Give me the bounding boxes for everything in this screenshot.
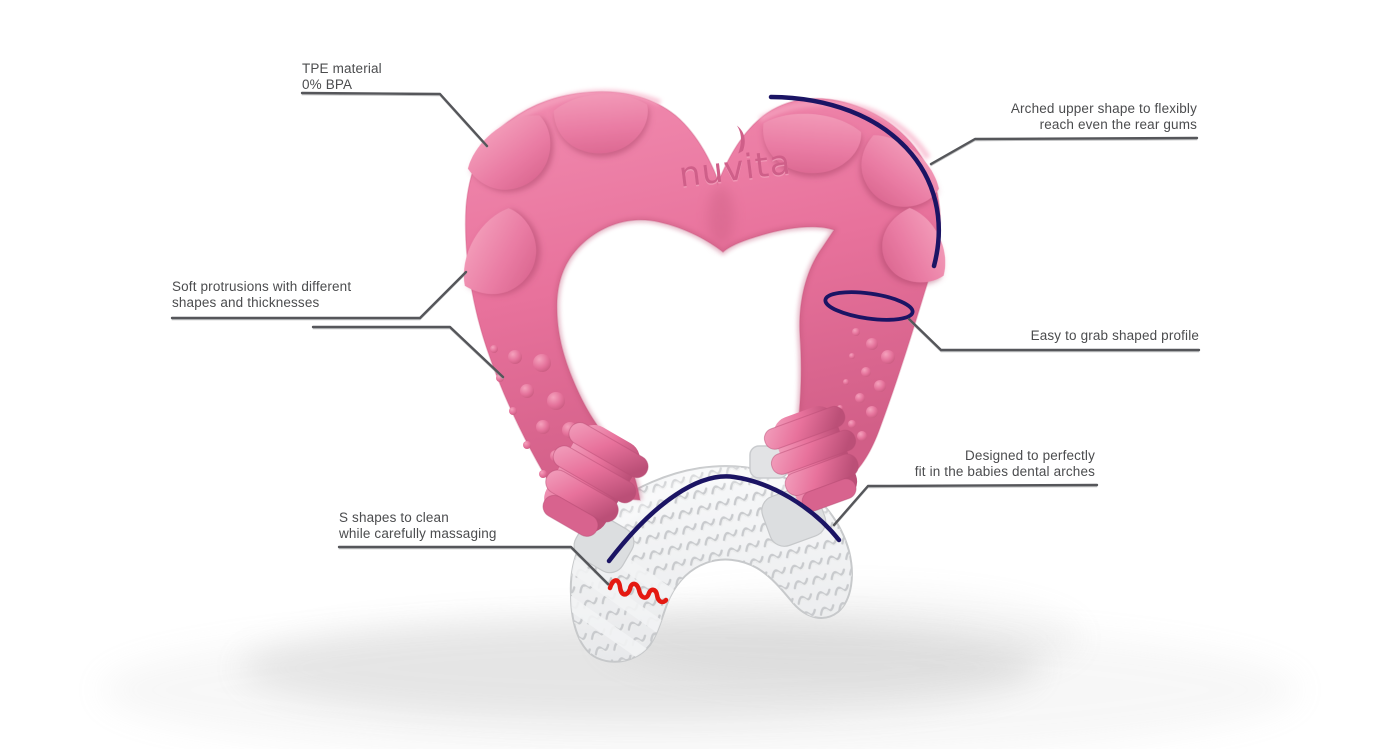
dental-fit-marker: [606, 474, 842, 564]
callout-label-easy-grab: Easy to grab shaped profile: [1031, 328, 1199, 344]
callout-text: Soft protrusions with different: [172, 279, 352, 294]
s-shape-highlight: [607, 578, 669, 605]
callout-label-soft-protrusions: Soft protrusions with different shapes a…: [172, 279, 351, 310]
callout-line-easy-grab: [907, 317, 1201, 352]
callout-lines: [170, 91, 1201, 587]
callout-label-dental-fit: Designed to perfectly fit in the babies …: [915, 448, 1095, 479]
callout-line-soft-protrusions-upper: [170, 270, 468, 320]
callout-text: 0% BPA: [302, 76, 353, 92]
right-cuff: [763, 405, 859, 512]
callout-line-s-shapes: [337, 545, 610, 586]
callout-line-arched-upper: [929, 136, 1199, 166]
callout-text: reach even the rear gums: [1039, 116, 1197, 132]
inner-edge-shadow: [554, 217, 838, 501]
callout-text: while carefully massaging: [339, 525, 497, 541]
callout-label-arched-upper: Arched upper shape to flexibly reach eve…: [1011, 101, 1197, 132]
left-cuff: [542, 422, 649, 537]
callout-text: Arched upper shape to flexibly: [1010, 101, 1197, 116]
arched-shape-marker: [768, 94, 941, 269]
feature-markers: [606, 94, 941, 564]
callout-text: shapes and thicknesses: [172, 294, 320, 310]
right-top-highlight: [758, 100, 931, 160]
callout-line-tpe-material: [300, 91, 489, 148]
callout-text: S shapes to clean: [339, 510, 449, 525]
floor-shadow: [100, 592, 1300, 749]
callout-text: TPE material: [302, 61, 382, 76]
callout-text: fit in the babies dental arches: [914, 463, 1095, 479]
callout-line-dental-fit: [832, 483, 1099, 527]
teether-ring: nuvita nuvita: [452, 89, 957, 537]
grab-profile-marker: [823, 290, 915, 322]
saddle-crease: [708, 186, 734, 246]
callout-label-tpe-material: TPE material 0% BPA: [302, 61, 382, 92]
logo-leaf: [736, 125, 745, 154]
callout-line-soft-protrusions-lower: [311, 325, 505, 379]
callout-text: Designed to perfectly: [965, 448, 1095, 463]
callout-label-s-shapes: S shapes to clean while carefully massag…: [339, 510, 497, 541]
callout-text: Easy to grab shaped profile: [1030, 328, 1199, 343]
